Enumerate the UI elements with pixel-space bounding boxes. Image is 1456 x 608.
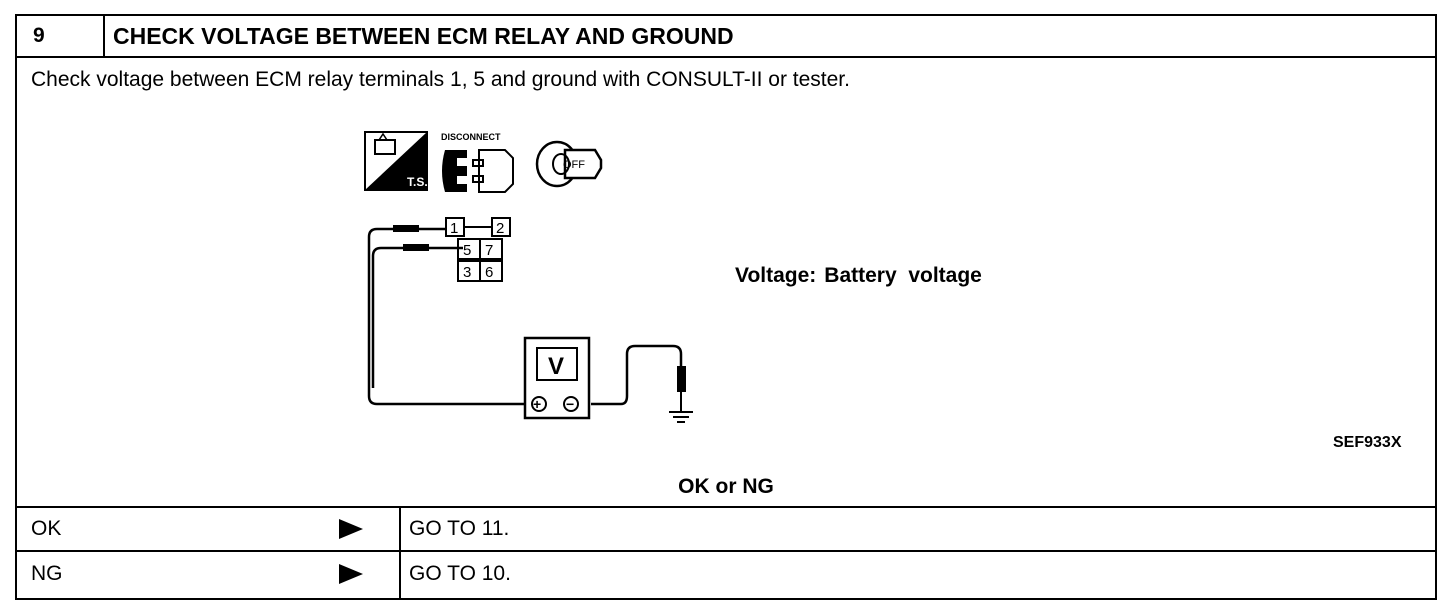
terminal-6-label: 6	[485, 264, 493, 281]
tester-ts-icon: T.S.	[364, 131, 428, 191]
ecm-relay-connector: 1 2 5 7 3 6	[445, 217, 511, 282]
minus-terminal	[563, 396, 579, 412]
result-label: OK	[31, 517, 62, 540]
terminal-2	[491, 217, 511, 237]
ts-label: T.S.	[407, 175, 428, 189]
meter-display-label: V	[548, 353, 564, 380]
ignition-key-off-icon: OFF	[535, 140, 603, 188]
instruction-text: Check voltage between ECM relay terminal…	[31, 68, 850, 91]
judgement-heading: OK or NG	[678, 475, 774, 498]
terminal-3-label: 3	[463, 264, 471, 281]
voltmeter: V + −	[523, 336, 591, 420]
terminal-7-label: 7	[485, 242, 493, 259]
terminal-2-label: 2	[496, 220, 504, 237]
ground-symbol	[669, 366, 693, 423]
result-label: NG	[31, 562, 63, 585]
disconnect-label: DISCONNECT	[441, 132, 501, 142]
minus-sign: −	[566, 396, 574, 412]
column-divider	[399, 508, 401, 550]
result-action: GO TO 11.	[409, 517, 510, 540]
result-row-ok: OK GO TO 11.	[17, 506, 1435, 550]
disconnect-connector-icon: DISCONNECT	[441, 132, 514, 193]
result-row-ng: NG GO TO 10.	[17, 550, 1435, 598]
plus-terminal	[531, 396, 547, 412]
arrow-right-icon	[339, 564, 363, 584]
figure-reference: SEF933X	[1333, 434, 1402, 451]
step-number: 9	[17, 16, 105, 56]
step-title: CHECK VOLTAGE BETWEEN ECM RELAY AND GROU…	[113, 23, 734, 49]
arrow-right-icon	[339, 519, 363, 539]
voltage-check-diagram: T.S. DISCONNECT OFF 1 2 5	[364, 131, 693, 423]
spec-label: Voltage:	[735, 264, 817, 287]
key-off-label: OFF	[563, 159, 585, 171]
terminal-1-label: 1	[450, 220, 458, 237]
plus-sign: +	[533, 396, 541, 412]
column-divider	[399, 552, 401, 598]
test-leads	[367, 225, 683, 406]
voltage-spec: Voltage: Battery voltage	[735, 264, 982, 288]
step-header: 9 CHECK VOLTAGE BETWEEN ECM RELAY AND GR…	[17, 16, 1435, 58]
spec-value: Battery voltage	[824, 264, 982, 287]
result-action: GO TO 10.	[409, 562, 511, 585]
terminal-5-label: 5	[463, 242, 471, 259]
inspection-procedure-table: 9 CHECK VOLTAGE BETWEEN ECM RELAY AND GR…	[15, 14, 1437, 600]
